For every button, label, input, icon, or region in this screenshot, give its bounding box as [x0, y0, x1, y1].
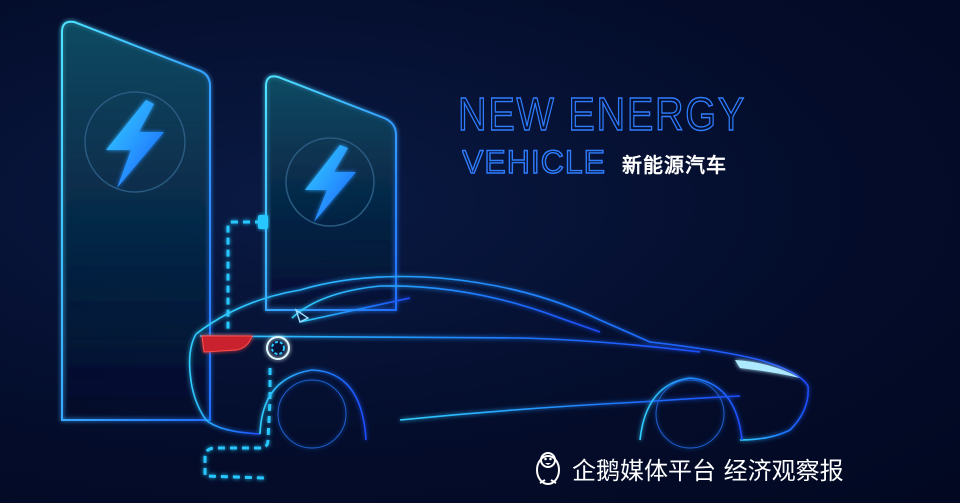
subtitle-chinese: 新能源汽车: [622, 153, 727, 177]
headlight: [735, 360, 800, 378]
watermark: 企鹅媒体平台 经济观察报: [532, 448, 952, 488]
charge-port-ring: [271, 341, 285, 355]
lightning-bolt-icon: [305, 145, 356, 222]
tail-light: [201, 335, 253, 353]
charging-pillar-left: [61, 20, 211, 421]
headline-vehicle-row: VEHICLE 新能源汽车: [462, 142, 782, 182]
pillar-emblem-circle: [285, 137, 375, 227]
watermark-text: 企鹅媒体平台 经济观察报: [572, 456, 844, 485]
side-mirror: [294, 308, 310, 323]
penguin-icon: [536, 452, 560, 485]
lightning-bolt-icon: [106, 100, 164, 188]
headline-new-energy: NEW ENERGY: [458, 86, 758, 138]
charging-cable: [203, 220, 272, 480]
charging-pillar-right: [265, 75, 397, 311]
charge-port: [266, 336, 290, 360]
car-outline: [188, 275, 809, 449]
headline-line2: VEHICLE: [462, 144, 606, 180]
headline-line1: NEW ENERGY: [458, 88, 746, 138]
cable-plug: [258, 215, 268, 229]
pillar-emblem-circle: [84, 91, 186, 193]
